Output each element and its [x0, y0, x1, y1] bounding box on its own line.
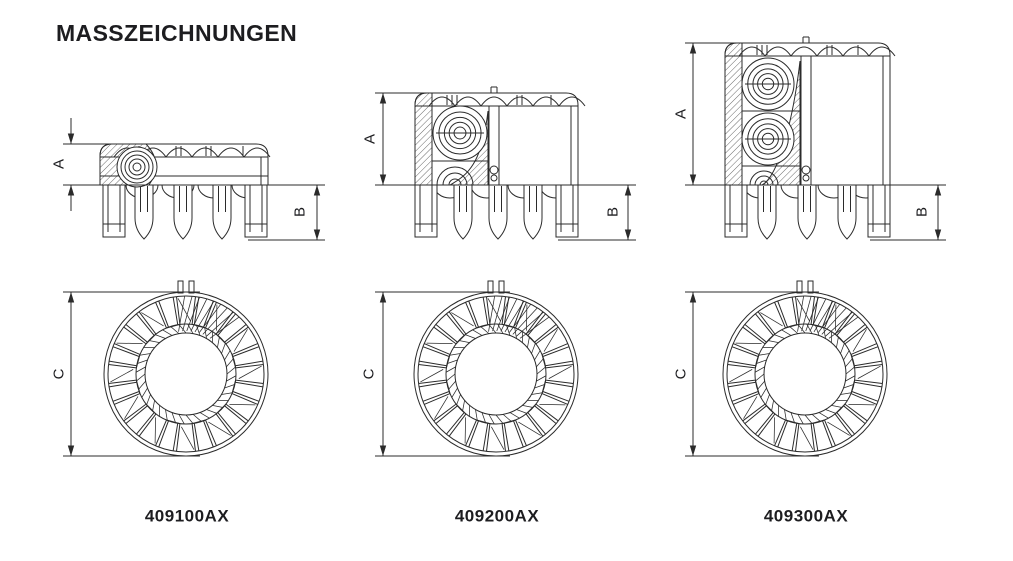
- dim-label-c-3: C: [672, 368, 690, 380]
- dim-label-b-2: B: [604, 206, 622, 218]
- part-number-409100ax: 409100AX: [144, 506, 230, 526]
- dim-label-b-3: B: [913, 206, 931, 218]
- page-title: MASSZEICHNUNGEN: [56, 20, 298, 46]
- part-number-409300ax: 409300AX: [763, 506, 849, 526]
- part-number-409200ax: 409200AX: [454, 506, 540, 526]
- side-view-409300ax: [685, 36, 946, 241]
- side-view-409100ax: [63, 118, 325, 241]
- dim-label-c-2: C: [360, 368, 378, 380]
- top-view-409300ax: [685, 280, 888, 457]
- dim-label-c-1: C: [50, 368, 68, 380]
- top-view-409100ax: [63, 280, 269, 457]
- top-view-409200ax: [375, 280, 579, 457]
- dim-label-a-3: A: [672, 108, 690, 120]
- dim-label-a-1: A: [50, 158, 68, 170]
- dim-label-b-1: B: [291, 206, 309, 218]
- side-view-409200ax: [375, 86, 636, 241]
- dim-label-a-2: A: [361, 133, 379, 145]
